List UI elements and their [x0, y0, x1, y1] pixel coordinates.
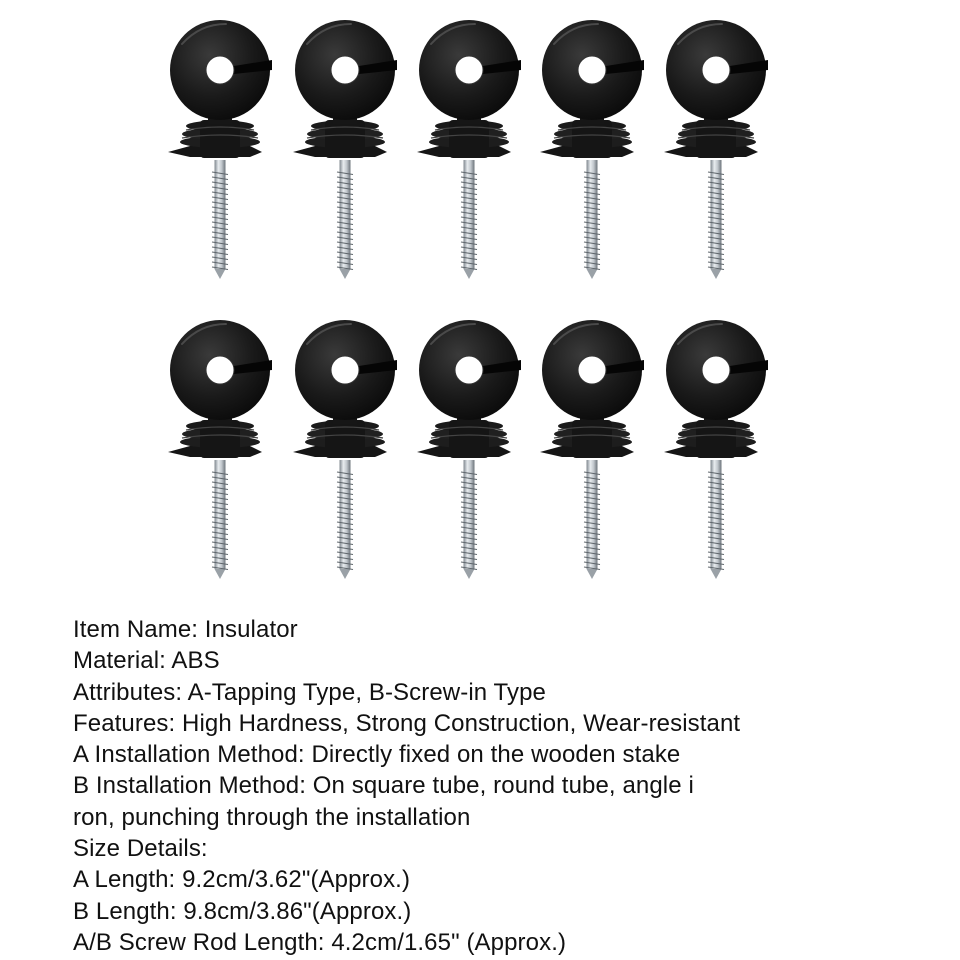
- insulator-item: [168, 20, 272, 279]
- insulator-item: [664, 20, 768, 279]
- product-spec-list: Item Name: Insulator Material: ABS Attri…: [73, 614, 943, 960]
- insulator-item: [293, 20, 397, 279]
- spec-attributes: Attributes: A-Tapping Type, B-Screw-in T…: [73, 678, 546, 706]
- spec-features: Features: High Hardness, Strong Construc…: [73, 709, 741, 737]
- insulator-item: [417, 320, 521, 579]
- insulator-item: [540, 20, 644, 279]
- insulator-item: [664, 320, 768, 579]
- spec-size-heading: Size Details:: [73, 835, 208, 863]
- insulator-item: [417, 20, 521, 279]
- insulator-group-image: [168, 20, 768, 579]
- insulator-item: [540, 320, 644, 579]
- spec-b-installation: B Installation Method: On square tube, r…: [73, 772, 694, 800]
- spec-screw-length: A/B Screw Rod Length: 4.2cm/1.65" (Appro…: [73, 928, 567, 956]
- spec-b-length: B Length: 9.8cm/3.86"(Approx.): [73, 897, 412, 925]
- spec-a-length: A Length: 9.2cm/3.62"(Approx.): [73, 866, 411, 894]
- insulator-item: [293, 320, 397, 579]
- spec-b-installation-cont: ron, punching through the installation: [73, 803, 471, 831]
- insulator-item: [168, 320, 272, 579]
- spec-item-name: Item Name: Insulator: [73, 616, 298, 643]
- product-photo: [168, 20, 768, 579]
- spec-material: Material: ABS: [73, 647, 220, 675]
- spec-a-installation: A Installation Method: Directly fixed on…: [73, 741, 681, 769]
